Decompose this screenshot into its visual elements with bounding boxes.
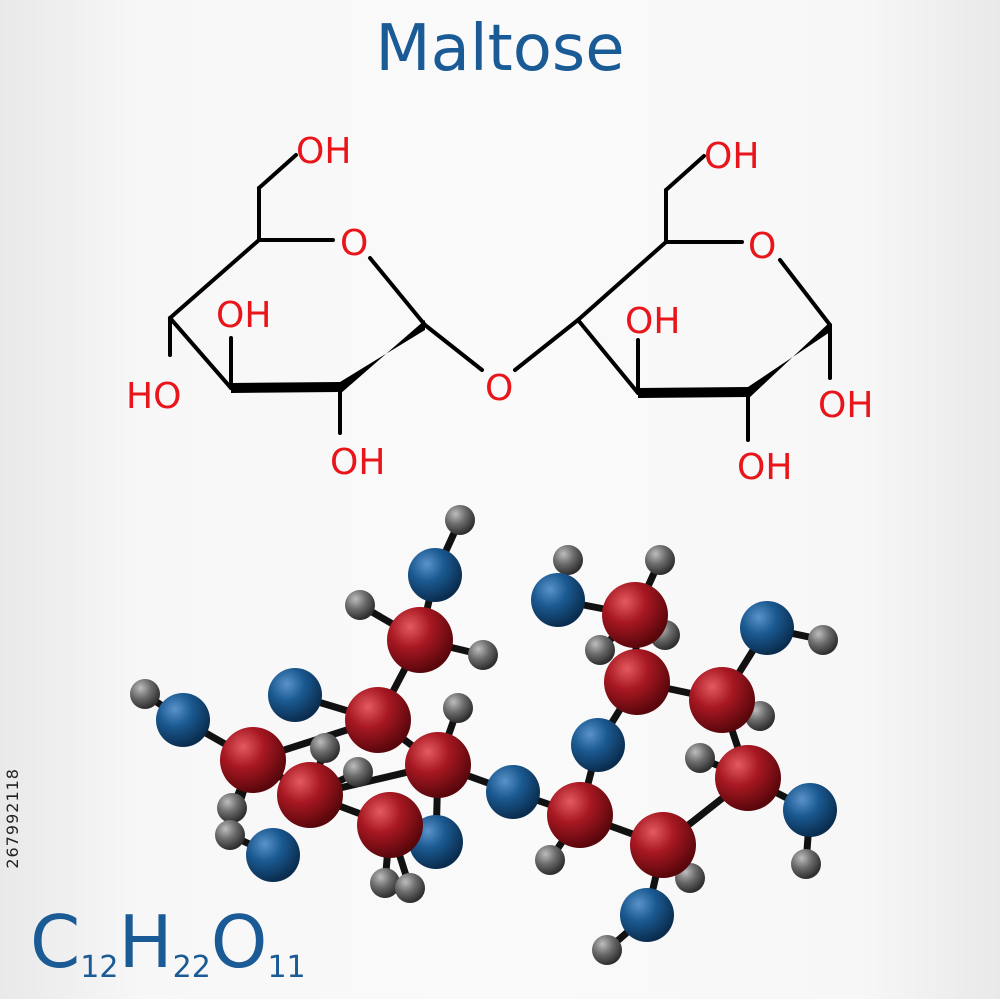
- hydrogen-atom: [535, 845, 565, 875]
- molecular-formula: C12H22O11: [30, 906, 306, 983]
- hydrogen-atom: [645, 545, 675, 575]
- hydroxyl-left-outer: HO: [126, 376, 181, 417]
- hydroxyl-right-inner: OH: [625, 301, 680, 342]
- page-title: Maltose: [375, 12, 625, 86]
- formula-hydrogen-count: 22: [172, 950, 211, 985]
- oxygen-atom: [156, 693, 210, 747]
- hydrogen-atom: [345, 590, 375, 620]
- carbon-atom: [357, 792, 423, 858]
- carbon-atom: [345, 687, 411, 753]
- hydrogen-atom: [310, 733, 340, 763]
- glycosidic-oxygen: O: [485, 368, 513, 409]
- hydrogen-atom: [553, 545, 583, 575]
- carbon-atom: [387, 607, 453, 673]
- oxygen-atom: [620, 888, 674, 942]
- ring-oxygen-left: O: [340, 223, 368, 264]
- hydrogen-atom: [791, 849, 821, 879]
- carbon-atom: [604, 649, 670, 715]
- hydrogen-atom: [217, 793, 247, 823]
- carbon-atom: [547, 782, 613, 848]
- hydroxyl-right-bottom: OH: [737, 447, 792, 488]
- hydrogen-atom: [445, 505, 475, 535]
- model-atoms: [130, 505, 838, 965]
- formula-carbon-count: 12: [80, 950, 119, 985]
- oxygen-atom: [740, 601, 794, 655]
- carbon-atom: [602, 582, 668, 648]
- hydrogen-atom: [130, 679, 160, 709]
- oxygen-atom: [486, 765, 540, 819]
- oxygen-atom: [531, 573, 585, 627]
- hydrogen-atom: [685, 743, 715, 773]
- ring-oxygen-right: O: [748, 226, 776, 267]
- hydroxyl-right-side: OH: [818, 385, 873, 426]
- carbon-atom: [689, 667, 755, 733]
- hydrogen-atom: [808, 625, 838, 655]
- hydrogen-atom: [343, 757, 373, 787]
- hydrogen-atom: [585, 635, 615, 665]
- hydrogen-atom: [215, 820, 245, 850]
- oxygen-atom: [571, 718, 625, 772]
- hydroxyl-top-right: OH: [704, 136, 759, 177]
- carbon-atom: [405, 732, 471, 798]
- hydroxyl-left-inner: OH: [216, 295, 271, 336]
- left-glucose-ring: [168, 153, 484, 435]
- carbon-atom: [220, 727, 286, 793]
- carbon-atom: [630, 812, 696, 878]
- hydrogen-atom: [395, 873, 425, 903]
- hydrogen-atom: [443, 693, 473, 723]
- formula-oxygen-count: 11: [267, 950, 306, 985]
- right-glucose-ring: [576, 154, 832, 442]
- carbon-atom: [277, 762, 343, 828]
- formula-hydrogen: H: [118, 900, 173, 984]
- formula-oxygen: O: [210, 900, 268, 984]
- hydroxyl-top-left: OH: [296, 131, 351, 172]
- hydrogen-atom: [592, 935, 622, 965]
- oxygen-atom: [408, 548, 462, 602]
- formula-carbon: C: [30, 900, 81, 984]
- stock-id-watermark: 267992118: [3, 768, 22, 869]
- glycosidic-bond: [513, 318, 580, 372]
- oxygen-atom: [246, 828, 300, 882]
- carbon-atom: [715, 745, 781, 811]
- hydrogen-atom: [370, 868, 400, 898]
- oxygen-atom: [268, 668, 322, 722]
- hydrogen-atom: [468, 640, 498, 670]
- hydroxyl-left-bottom: OH: [330, 442, 385, 483]
- oxygen-atom: [783, 783, 837, 837]
